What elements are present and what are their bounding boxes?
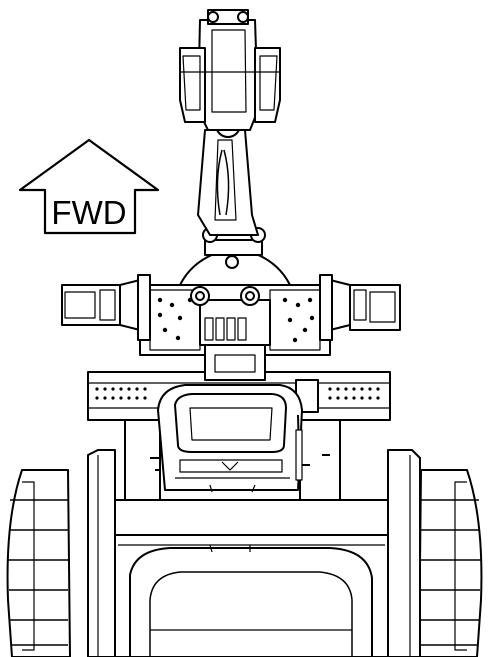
forward-arrow-label: FWD [51, 194, 126, 231]
left-upright [87, 449, 116, 657]
swing-plate [139, 284, 331, 381]
operator-console [157, 384, 303, 493]
right-track [418, 469, 483, 657]
right-upright [387, 449, 421, 657]
chassis-frame [124, 419, 341, 501]
left-swing-cylinder [61, 274, 151, 341]
forward-arrow: FWD [18, 138, 160, 235]
bucket [179, 47, 281, 123]
machine-body [114, 499, 389, 657]
boom-pivot [179, 227, 291, 306]
left-track [6, 469, 71, 657]
boom [197, 112, 259, 236]
right-swing-cylinder [319, 274, 401, 341]
dipperstick [197, 9, 259, 131]
